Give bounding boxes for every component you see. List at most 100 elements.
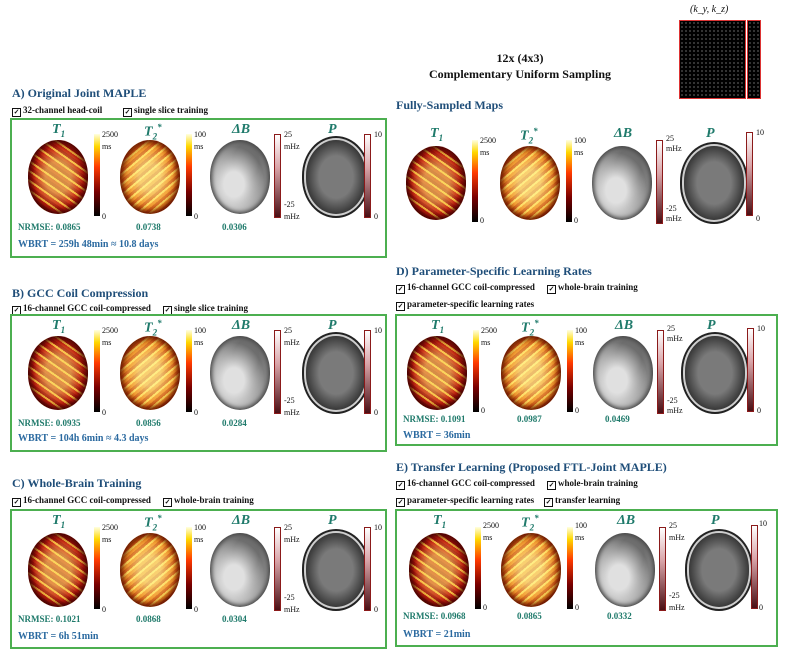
delta-b-colorbar [656, 140, 663, 224]
t2star-label: T2* [144, 122, 162, 142]
t2star-colorbar [566, 140, 572, 222]
t2star-max-tick: 100 [194, 326, 206, 335]
t1-unit: ms [102, 142, 112, 151]
p-map-image [684, 146, 744, 220]
delta-b-min-tick: -25 [284, 593, 295, 602]
section-d-panel: T1 T2* ΔB P 2500 ms 0 100 ms 0 25 mHz -2… [395, 314, 778, 446]
delta-b-colorbar [274, 134, 281, 218]
t1-label: T1 [431, 318, 445, 335]
p-map-image [689, 533, 749, 607]
t1-min-tick: 0 [102, 408, 106, 417]
nrmse-t2star: 0.0865 [517, 611, 542, 621]
checkbox-icon: ✓ [547, 285, 556, 294]
t1-label: T1 [430, 126, 444, 143]
t1-unit: ms [483, 533, 493, 542]
t2star-max-tick: 100 [575, 521, 587, 530]
sampling-axis-label: (k_y, k_z) [690, 4, 729, 15]
t1-min-tick: 0 [102, 605, 106, 614]
section-a-check-2: ✓single slice training [123, 105, 208, 117]
t1-max-tick: 2500 [481, 326, 497, 335]
t2star-unit: ms [575, 533, 585, 542]
delta-b-map-image [210, 140, 270, 214]
t1-max-tick: 2500 [102, 130, 118, 139]
nrmse-t2star: 0.0856 [136, 418, 161, 428]
t2star-colorbar [186, 527, 192, 609]
checkbox-icon: ✓ [123, 108, 132, 117]
t1-min-tick: 0 [483, 603, 487, 612]
delta-b-min-tick: -25 [284, 396, 295, 405]
p-min-tick: 0 [374, 605, 378, 614]
t2star-map-image [501, 533, 561, 607]
section-c-check-2: ✓whole-brain training [163, 495, 254, 507]
nrmse-t1: NRMSE: 0.0865 [18, 222, 81, 232]
t2star-unit: ms [194, 338, 204, 347]
t1-map-image [28, 533, 88, 607]
nrmse-t1: NRMSE: 0.0968 [403, 611, 466, 621]
delta-b-map-image [595, 533, 655, 607]
acceleration-label: 12x (4x3) [496, 51, 544, 65]
t1-max-tick: 2500 [483, 521, 499, 530]
p-label: P [706, 126, 715, 141]
checkbox-icon: ✓ [396, 285, 405, 294]
section-e-title: E) Transfer Learning (Proposed FTL-Joint… [396, 460, 667, 474]
delta-b-unit: mHz [284, 142, 300, 151]
t2star-map-image [120, 533, 180, 607]
checkbox-icon: ✓ [12, 108, 21, 117]
t1-colorbar [94, 330, 100, 412]
p-colorbar [364, 330, 371, 414]
t2star-map-image [501, 336, 561, 410]
p-map-image [306, 140, 366, 214]
p-label: P [328, 513, 337, 528]
delta-b-label: ΔB [617, 513, 636, 528]
delta-b-unit-bottom: mHz [284, 408, 300, 417]
nrmse-t2star: 0.0868 [136, 614, 161, 624]
t2star-min-tick: 0 [575, 406, 579, 415]
nrmse-delta-b: 0.0469 [605, 414, 630, 424]
delta-b-unit: mHz [669, 533, 685, 542]
delta-b-unit-bottom: mHz [666, 214, 682, 223]
p-label: P [711, 513, 720, 528]
delta-b-label: ΔB [615, 318, 634, 333]
t1-label: T1 [52, 318, 66, 335]
wbrt-label: WBRT = 259h 48min ≈ 10.8 days [18, 239, 159, 250]
p-label: P [328, 122, 337, 137]
nrmse-delta-b: 0.0284 [222, 418, 247, 428]
p-map-image [306, 336, 366, 410]
checkbox-icon: ✓ [12, 498, 21, 507]
section-b-title: B) GCC Coil Compression [12, 286, 149, 300]
delta-b-unit-bottom: mHz [284, 605, 300, 614]
t2star-max-tick: 100 [194, 130, 206, 139]
t1-unit: ms [481, 338, 491, 347]
t1-colorbar [475, 527, 481, 609]
sampling-mask-strip [747, 20, 761, 99]
t1-max-tick: 2500 [480, 136, 496, 145]
p-min-tick: 0 [759, 603, 763, 612]
section-d-check-1: ✓16-channel GCC coil-compressed [396, 282, 535, 294]
p-max-tick: 10 [759, 519, 767, 528]
delta-b-label: ΔB [232, 513, 251, 528]
t2star-colorbar [186, 330, 192, 412]
section-b-check-1: ✓16-channel GCC coil-compressed [12, 303, 151, 315]
nrmse-delta-b: 0.0304 [222, 614, 247, 624]
delta-b-unit: mHz [666, 144, 682, 153]
section-d-check-2: ✓whole-brain training [547, 282, 638, 294]
p-min-tick: 0 [374, 408, 378, 417]
delta-b-label: ΔB [232, 318, 251, 333]
t1-colorbar [473, 330, 479, 412]
section-b-panel: T1 T2* ΔB P 2500 ms 0 100 ms 0 25 mHz -2… [10, 314, 387, 452]
nrmse-delta-b: 0.0332 [607, 611, 632, 621]
delta-b-colorbar [659, 527, 666, 611]
p-max-tick: 10 [374, 130, 382, 139]
nrmse-t1: NRMSE: 0.1091 [403, 414, 466, 424]
fully-sampled-title: Fully-Sampled Maps [396, 98, 504, 112]
t1-map-image [409, 533, 469, 607]
checkbox-icon: ✓ [396, 498, 405, 507]
section-b-check-2: ✓single slice training [163, 303, 248, 315]
section-c-title: C) Whole-Brain Training [12, 476, 142, 490]
sampling-pattern-label: Complementary Uniform Sampling [429, 67, 611, 81]
t1-colorbar [94, 527, 100, 609]
t1-map-image [406, 146, 466, 220]
checkbox-icon: ✓ [544, 498, 553, 507]
t2star-max-tick: 100 [575, 326, 587, 335]
t1-max-tick: 2500 [102, 523, 118, 532]
